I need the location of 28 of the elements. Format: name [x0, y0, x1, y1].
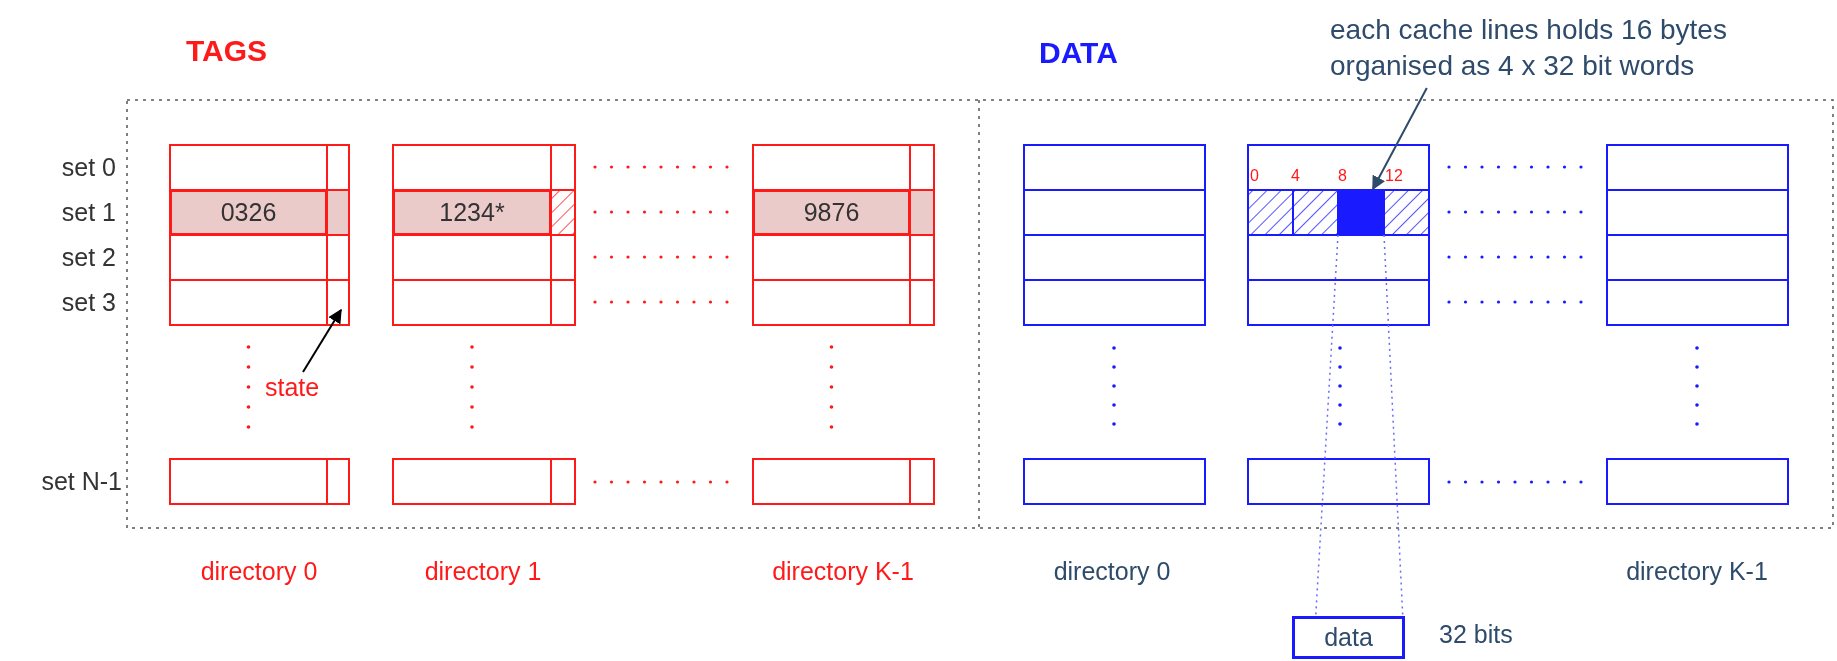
bit-width-label: 32 bits [1439, 620, 1513, 649]
set-label: set 3 [61, 288, 116, 317]
directory-label: directory K-1 [772, 557, 914, 586]
tag-entry-cell: 1234* [393, 190, 551, 235]
leader-arrow [302, 308, 342, 373]
set-label: set 1 [61, 198, 116, 227]
projection-line [1315, 234, 1339, 617]
byte-offset: 4 [1291, 167, 1300, 186]
set-label: set N-1 [41, 467, 122, 496]
section-heading: TAGS [186, 34, 268, 69]
directory-label: directory K-1 [1626, 557, 1768, 586]
set-label: set 2 [61, 243, 116, 272]
directory-label: directory 0 [200, 557, 318, 586]
data-word-box: data [1292, 616, 1405, 659]
selected-word-cell [1338, 190, 1384, 235]
byte-offset: 12 [1385, 167, 1403, 186]
tag-entry-cell: 0326 [170, 190, 327, 235]
projection-line [1383, 234, 1404, 617]
leader-arrow [1371, 87, 1428, 191]
cache-line-note: each cache lines holds 16 bytes organised as 4 x 32 bit words [1330, 8, 1770, 88]
directory-label: directory 0 [1053, 557, 1171, 586]
tag-entry-cell: 9876 [753, 190, 910, 235]
section-heading: DATA [1039, 36, 1118, 71]
byte-offset: 0 [1250, 167, 1259, 186]
state-label: state [265, 372, 341, 402]
byte-offset: 8 [1338, 167, 1347, 186]
directory-label: directory 1 [424, 557, 542, 586]
set-label: set 0 [61, 153, 116, 182]
